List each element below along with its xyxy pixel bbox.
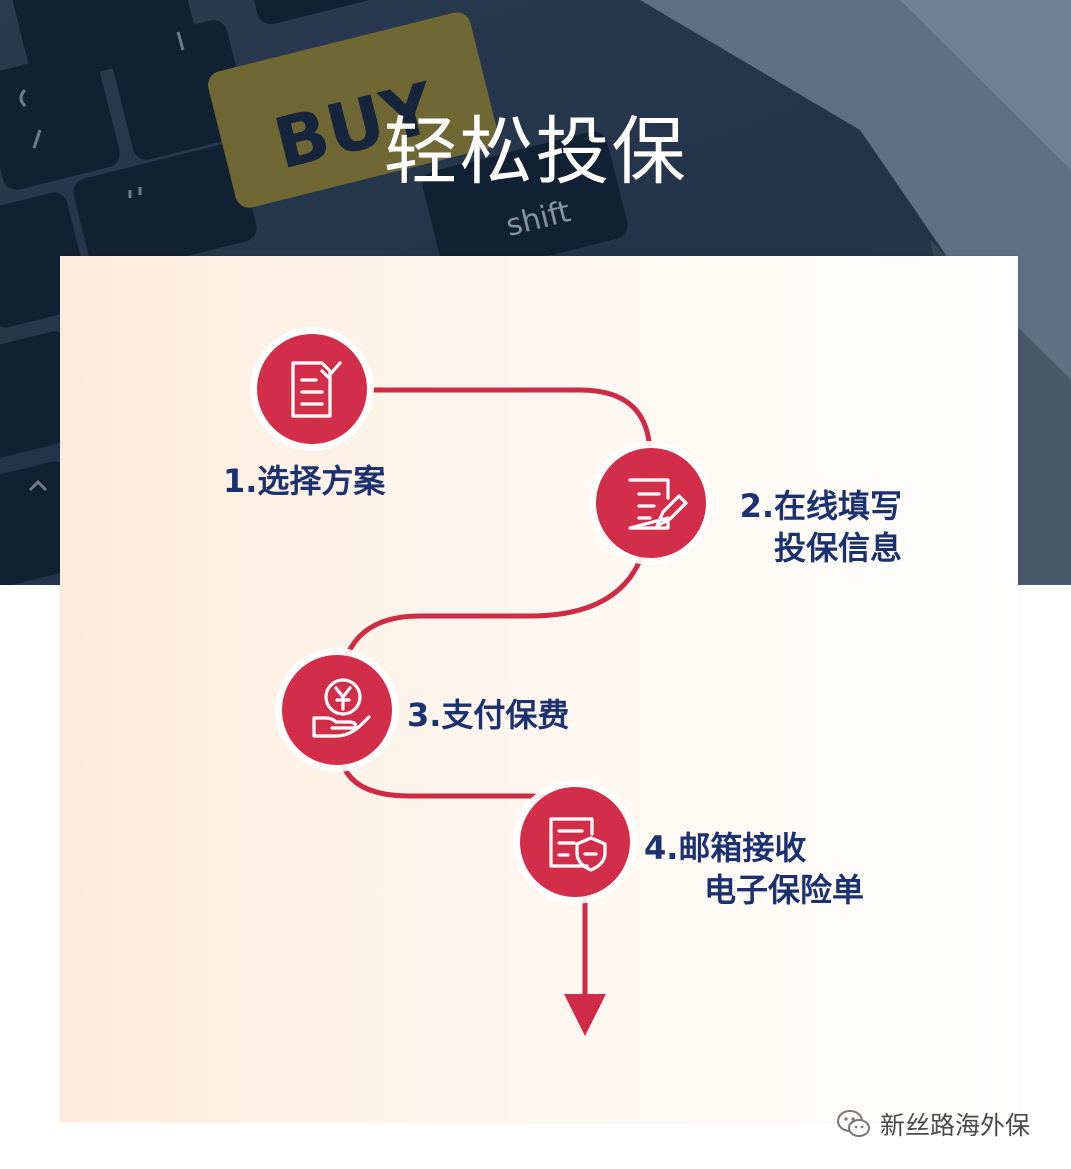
arrow-down-icon	[564, 994, 606, 1036]
edit-form-icon	[628, 478, 688, 530]
wechat-icon	[837, 1110, 870, 1137]
yuan-payment-icon	[312, 678, 371, 738]
connector-line	[337, 387, 653, 827]
step-2-line2: 投保信息	[773, 529, 902, 567]
step-4-line1: 4.邮箱接收	[644, 829, 807, 867]
step-2-line1: 2.在线填写	[739, 487, 902, 525]
checklist-icon	[291, 361, 342, 418]
account-name: 新丝路海外保	[880, 1111, 1031, 1140]
step-4-label: 4.邮箱接收 电子保险单	[644, 827, 864, 911]
step-4-line2: 电子保险单	[703, 871, 864, 909]
wechat-watermark: 新丝路海外保	[836, 1104, 1030, 1144]
step-1-label: 1.选择方案	[223, 462, 386, 500]
steps-card: 1.选择方案 2.在线填写 投保信息 3.支付保费 4.邮箱接收 电子保险单	[60, 256, 1018, 1122]
step-3-label: 3.支付保费	[407, 696, 570, 734]
page-title: 轻松投保	[383, 109, 688, 195]
step-3-circle	[275, 648, 399, 772]
step-1-circle	[250, 327, 374, 451]
step-2-label: 2.在线填写 投保信息	[718, 485, 902, 569]
steps-flow	[250, 327, 713, 1036]
step-2-circle	[589, 441, 713, 565]
insurance-policy-icon	[549, 817, 607, 872]
